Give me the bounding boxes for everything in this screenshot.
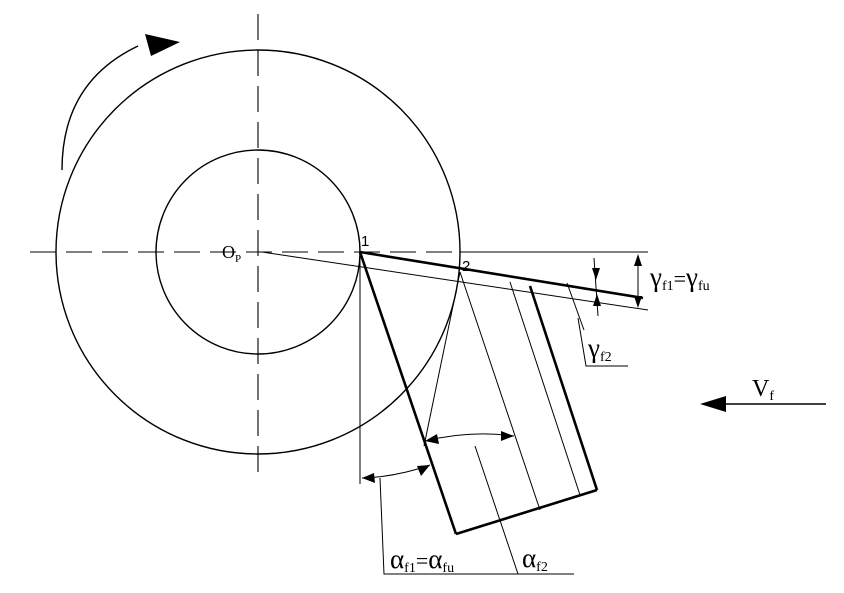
point-1-label: 1: [361, 233, 369, 250]
rotation-arrowhead: [145, 34, 180, 56]
tool-inner-line-1: [509, 281, 581, 496]
alpha-f2-leader: [474, 445, 574, 575]
working-rake-reference-line: [261, 251, 649, 311]
alpha-f1-arrow-left: [362, 473, 375, 483]
gamma-f2-extension-line: [566, 282, 585, 331]
gamma-f2-arrow-top: [592, 268, 600, 280]
alpha-f2-arrow-left: [425, 434, 439, 444]
gamma-f2-label: γf2: [587, 333, 612, 365]
center-label: OP: [222, 242, 241, 265]
gamma-f1-arrow-bottom: [634, 296, 642, 308]
tool-inner-line-2: [459, 271, 541, 511]
feed-velocity-label: Vf: [752, 376, 774, 404]
radial-line-point2: [423, 271, 461, 447]
gamma-f2-leader: [577, 317, 628, 367]
tool-flank-edge: [358, 251, 458, 535]
tool-bottom-edge: [455, 488, 598, 536]
rake-face-line: [359, 250, 644, 300]
rotation-arc-arrow: [61, 45, 139, 171]
alpha-f1-fu-label: αf1=αfu: [390, 544, 454, 576]
gamma-f1-fu-label: γf1=γfu: [649, 262, 710, 294]
gamma-f1-arrow-top: [634, 254, 642, 266]
alpha-f2-arc: [424, 433, 515, 442]
gamma-f2-arrow-bottom: [593, 294, 601, 306]
gamma-f2-dimension-line: [593, 257, 599, 317]
alpha-f2-arrow-right: [501, 431, 514, 441]
alpha-f1-arrow-right: [417, 465, 430, 476]
point-2-label: 2: [462, 258, 470, 275]
tool-back-edge: [528, 285, 599, 491]
alpha-f1-leader: [379, 477, 522, 575]
feed-velocity-arrowhead: [700, 396, 726, 412]
alpha-f2-label: αf2: [522, 543, 548, 575]
